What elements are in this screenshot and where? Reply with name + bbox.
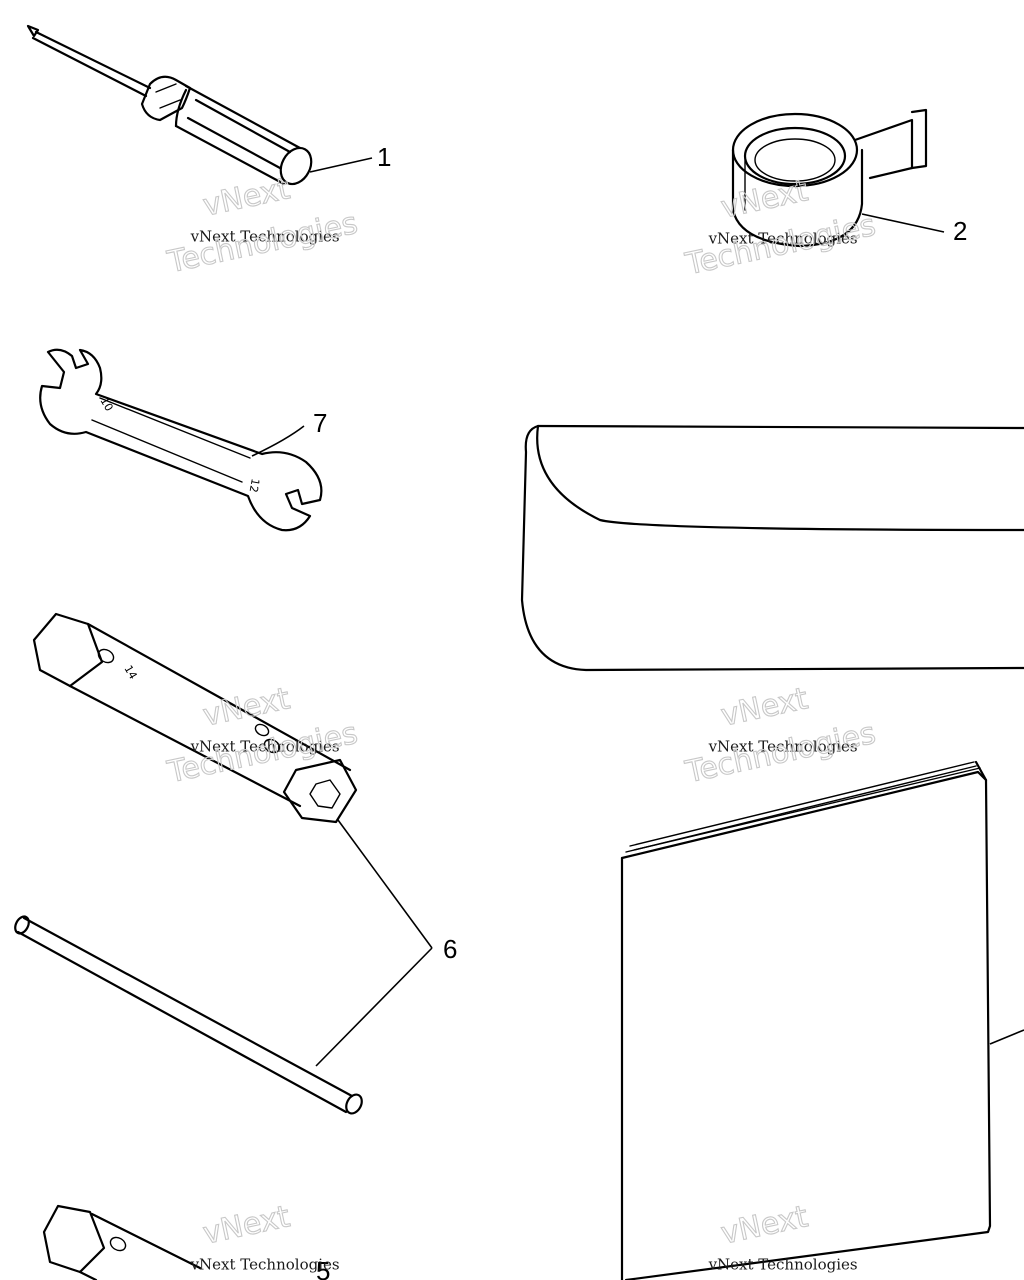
watermark-brand-bottom: Technologies <box>164 716 361 791</box>
tool-pouch <box>520 424 1024 672</box>
strap-roll-part-2 <box>731 108 928 248</box>
watermark-6: vNext vNext Technologies <box>708 1199 858 1274</box>
screwdriver-part-1 <box>26 24 313 186</box>
watermark-brand-bottom: Technologies <box>682 716 879 791</box>
watermark-brand-top: vNext <box>718 681 811 734</box>
watermark-company: vNext Technologies <box>190 228 340 246</box>
tommy-bar-part-6 <box>14 915 363 1115</box>
watermark-3: vNext vNext Technologies Technologies <box>163 681 361 791</box>
wrench-size-10-label: 10 <box>97 395 115 414</box>
watermark-5: vNext vNext Technologies <box>190 1199 340 1274</box>
owners-manual <box>620 760 992 1280</box>
box-spanner-part-5 <box>42 1204 202 1280</box>
watermark-brand-top: vNext <box>718 1199 811 1252</box>
watermark-2: vNext vNext Technologies Technologies <box>681 173 879 283</box>
open-end-wrench-part-7: 10 12 <box>39 348 323 532</box>
callout-7: 7 <box>313 408 327 438</box>
watermark-brand-top: vNext <box>200 171 293 224</box>
callout-2: 2 <box>953 216 967 246</box>
box-wrench-size-label: 14 <box>121 663 139 682</box>
callout-6: 6 <box>443 934 457 964</box>
watermark-company: vNext Technologies <box>708 230 858 248</box>
watermark-company: vNext Technologies <box>190 738 340 756</box>
wrench-size-12-label: 12 <box>247 477 262 493</box>
callout-5: 5 <box>316 1256 330 1280</box>
watermark-brand-top: vNext <box>200 681 293 734</box>
watermark-company: vNext Technologies <box>190 1256 340 1274</box>
watermark-brand-bottom: Technologies <box>682 208 879 283</box>
callout-1: 1 <box>377 142 391 172</box>
watermark-company: vNext Technologies <box>708 738 858 756</box>
watermark-4: vNext vNext Technologies Technologies <box>681 681 879 791</box>
watermark-1: vNext vNext Technologies Technologies <box>163 171 361 281</box>
watermark-brand-top: vNext <box>200 1199 293 1252</box>
watermark-brand-bottom: Technologies <box>164 206 361 281</box>
box-spanner-part-6: 14 <box>32 612 358 824</box>
watermark-company: vNext Technologies <box>708 1256 858 1274</box>
